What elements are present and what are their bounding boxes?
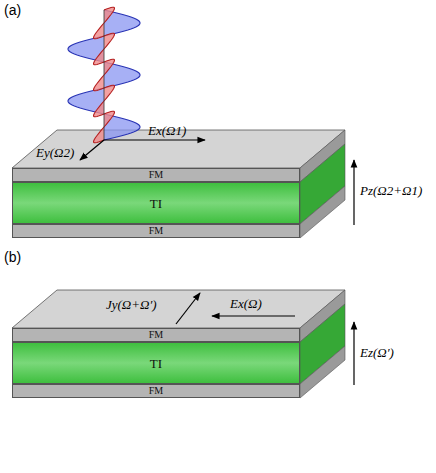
red-wave xyxy=(94,7,115,143)
fm-layer: FM xyxy=(12,168,300,182)
fm-layer: FM xyxy=(12,224,300,238)
ex-field-arrow xyxy=(212,315,295,316)
slab-a xyxy=(12,130,345,238)
red-wave-fill xyxy=(94,7,115,143)
layer-label: FM xyxy=(149,170,163,180)
layer-label: TI xyxy=(150,357,162,370)
pz-polarization-arrow xyxy=(353,160,354,225)
fm-side-face xyxy=(300,186,345,238)
field-label: Ex(Ω) xyxy=(230,297,262,311)
panel-label: (a) xyxy=(4,3,21,18)
ti-layer: TI xyxy=(12,182,300,224)
fm-side-face xyxy=(300,346,345,398)
layer-label: FM xyxy=(149,226,163,236)
slab-top-face xyxy=(12,290,345,328)
polarization-label: Pz(Ω2+Ω1) xyxy=(360,184,422,198)
field-label: Ez(Ω′) xyxy=(360,346,394,360)
layer-label: FM xyxy=(149,330,163,340)
slab-b xyxy=(12,290,345,398)
ey-field-arrow xyxy=(80,140,104,160)
fm-layer: FM xyxy=(12,384,300,398)
current-label: Jy(Ω+Ω′) xyxy=(106,298,157,312)
fm-layer: FM xyxy=(12,328,300,342)
wave-axis xyxy=(104,10,105,140)
field-label: Ex(Ω1) xyxy=(148,124,186,138)
panel-label: (b) xyxy=(4,250,21,265)
ti-layer: TI xyxy=(12,342,300,384)
ez-field-arrow xyxy=(353,322,354,385)
blue-wave xyxy=(68,10,140,140)
layer-label: FM xyxy=(149,386,163,396)
jy-current-arrow xyxy=(176,293,200,324)
light-waves xyxy=(68,7,140,143)
field-label: Ey(Ω2) xyxy=(36,146,74,160)
ex-field-arrow xyxy=(104,139,205,140)
layer-label: TI xyxy=(150,197,162,210)
blue-wave-fill xyxy=(68,10,140,140)
